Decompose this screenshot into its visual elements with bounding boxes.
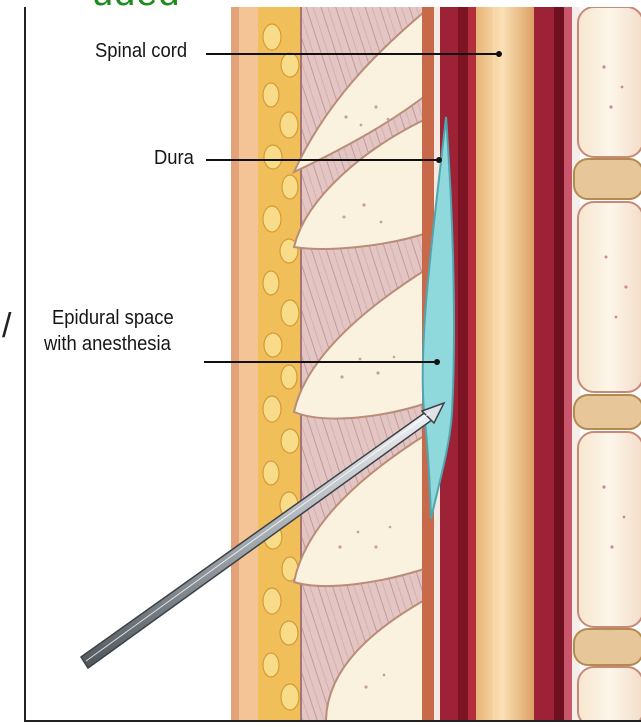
label-spinal-cord: Spinal cord — [95, 39, 187, 63]
side-slash-mark: / — [2, 307, 11, 346]
leader-line-spinal-cord — [206, 53, 499, 55]
dura-layer — [458, 7, 468, 722]
label-dura: Dura — [154, 146, 194, 170]
label-epidural-line1: Epidural space — [52, 306, 174, 330]
spinal-anatomy-illustration: Spinal cord Dura Epidural space with ane… — [24, 7, 641, 722]
leader-line-dura — [206, 159, 439, 161]
leader-dot-spinal-cord — [496, 51, 502, 57]
dermis-layer — [239, 7, 259, 722]
leader-dot-epidural — [434, 359, 440, 365]
leader-dot-dura — [436, 157, 442, 163]
label-epidural-line2: with anesthesia — [44, 332, 171, 356]
anatomy-drawing — [26, 7, 641, 722]
spinal-cord-shape — [476, 7, 534, 722]
fat-layer — [258, 7, 302, 722]
leader-line-epidural — [204, 361, 437, 363]
vertebral-bodies — [578, 7, 641, 722]
